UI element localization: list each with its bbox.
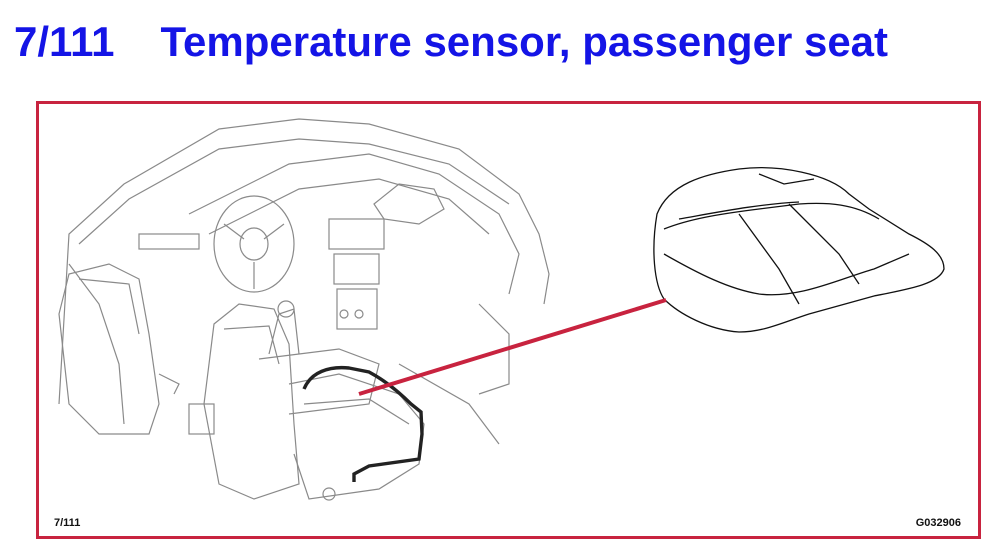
seat-cushion-detail — [653, 167, 945, 333]
page-header: 7/111 Temperature sensor, passenger seat — [14, 12, 888, 72]
illustration-frame: 7/111 G032906 — [36, 101, 981, 539]
section-number: 7/111 — [14, 18, 115, 65]
page-title: Temperature sensor, passenger seat — [160, 18, 889, 65]
callout-pointer — [358, 298, 667, 396]
figure-ref-left: 7/111 — [54, 517, 81, 529]
figure-ref-right: G032906 — [915, 517, 961, 529]
car-interior-diagram — [58, 118, 945, 501]
seat-heater-wire — [302, 365, 424, 482]
car-interior-drawing — [58, 118, 550, 501]
